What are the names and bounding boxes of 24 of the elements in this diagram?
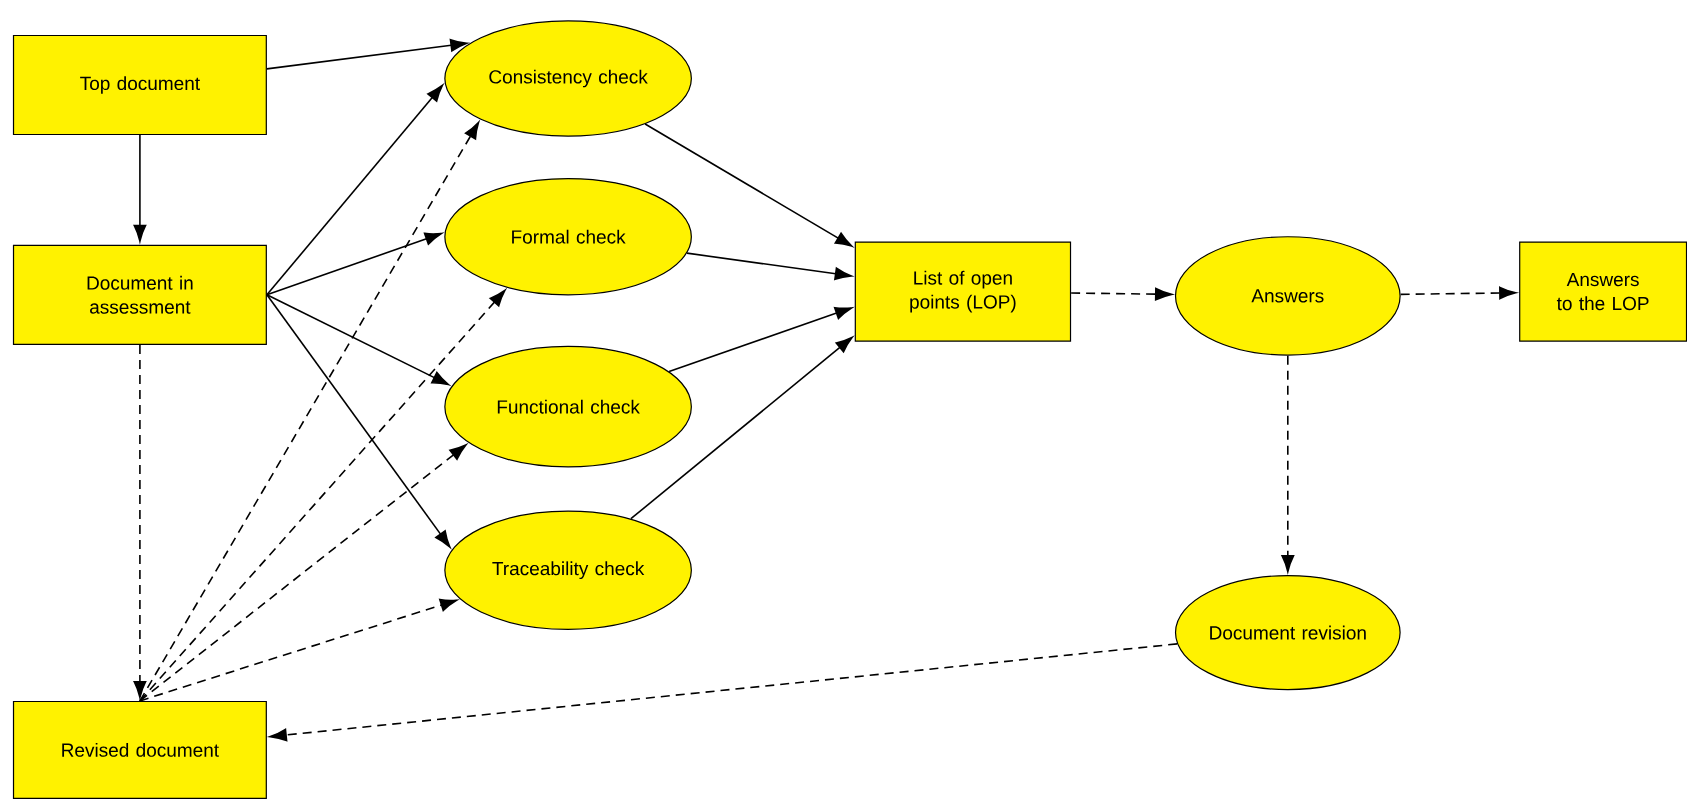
arrow: [266, 84, 444, 296]
arrow: [644, 123, 853, 247]
arrow: [266, 38, 468, 70]
arrow: [686, 252, 852, 281]
process-box: Top document: [12, 34, 267, 136]
arrow: [133, 134, 147, 242]
arrow: [630, 336, 853, 520]
process-box: Revised document: [12, 700, 267, 799]
process-box: Answers to the LOP: [1519, 241, 1687, 342]
arrow: [668, 306, 853, 373]
arrow: [269, 643, 1178, 742]
arrow: [266, 232, 443, 296]
arrow: [139, 289, 506, 702]
arrow: [1281, 354, 1295, 573]
arrow: [139, 598, 458, 702]
process-box: List of open points (LOP): [854, 241, 1072, 342]
arrow: [1399, 286, 1517, 300]
arrow: [1070, 287, 1173, 301]
process-box: Document in assessment: [12, 244, 267, 345]
arrow: [266, 294, 451, 548]
arrow: [266, 294, 450, 386]
arrow: [133, 344, 147, 699]
arrow: [139, 444, 467, 702]
arrow: [139, 121, 480, 702]
